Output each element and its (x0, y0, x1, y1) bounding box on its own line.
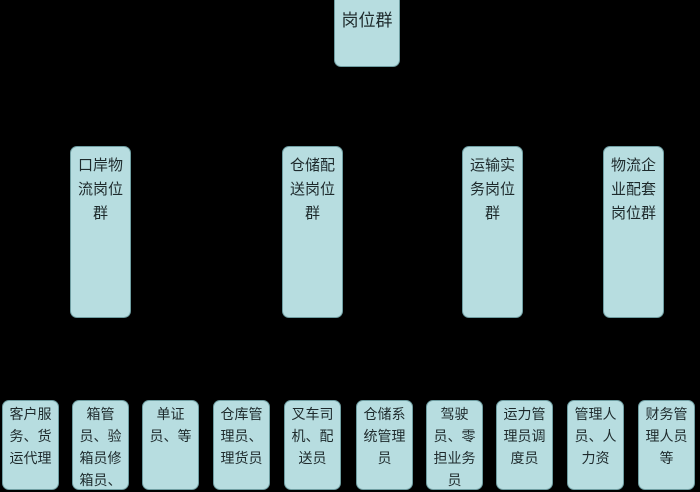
role-node: 财务管理人员等 (638, 400, 695, 490)
role-node: 运力管理员调度员 (496, 400, 553, 490)
role-node: 叉车司机、配送员 (284, 400, 341, 490)
role-node: 仓库管理员、理货员 (213, 400, 270, 490)
role-node: 管理人员、人力资 (567, 400, 624, 490)
role-node: 单证员、等 (142, 400, 199, 490)
role-node: 客户服务、货运代理 (2, 400, 59, 490)
role-node: 仓储系统管理员 (356, 400, 413, 490)
group-node-port-logistics: 口岸物流岗位群 (70, 146, 131, 318)
role-node: 箱管员、验箱员修箱员、 (72, 400, 129, 490)
root-node: 岗位群 (334, 0, 400, 67)
group-node-warehouse-distribution: 仓储配送岗位群 (282, 146, 343, 318)
role-node: 驾驶员、零担业务员 (426, 400, 483, 490)
group-node-enterprise-support: 物流企业配套岗位群 (603, 146, 664, 318)
group-node-transport: 运输实务岗位群 (462, 146, 523, 318)
